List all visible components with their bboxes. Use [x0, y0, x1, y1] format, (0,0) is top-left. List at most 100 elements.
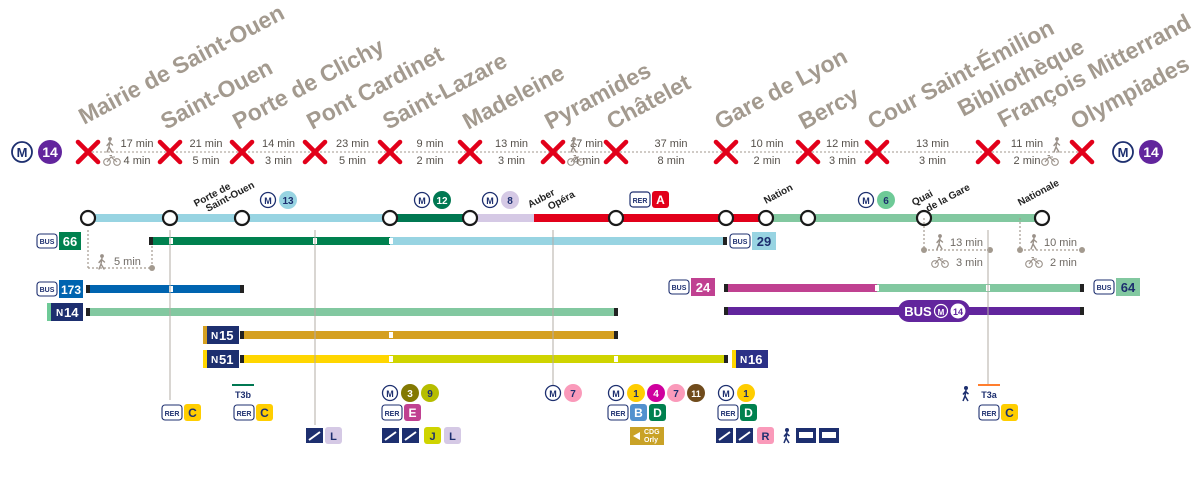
- svg-text:12: 12: [436, 196, 448, 207]
- walk-time: 12 min: [826, 138, 859, 150]
- svg-text:1: 1: [743, 389, 749, 400]
- svg-text:T3b: T3b: [235, 390, 252, 400]
- connection-station-dot: [381, 209, 399, 227]
- svg-text:6: 6: [883, 196, 889, 207]
- svg-text:BUS: BUS: [40, 239, 55, 246]
- svg-text:M: M: [1118, 145, 1129, 160]
- svg-text:M: M: [386, 389, 394, 399]
- walk-time: 11 min: [1011, 138, 1043, 150]
- svg-text:8: 8: [507, 196, 513, 207]
- label-nation: Nation: [762, 182, 795, 206]
- pont-cardinet-transilien-l: L: [306, 427, 342, 444]
- svg-text:D: D: [744, 406, 753, 420]
- walk-icon: [106, 136, 114, 153]
- svg-text:14: 14: [42, 144, 58, 160]
- walk-time: 23 min: [336, 138, 369, 150]
- svg-text:M: M: [486, 196, 494, 206]
- walk-link-left: 5 min: [87, 230, 155, 271]
- svg-text:B: B: [634, 406, 643, 420]
- saint-lazare-connections: M 3 9 RER E J L: [381, 384, 461, 444]
- noctilien-14-route: N 14: [47, 303, 618, 321]
- bike-time: 8 min: [658, 155, 685, 167]
- porte-de-clichy-t3b: T3b RER C: [232, 384, 273, 421]
- bus-173-route: BUS 173: [36, 280, 244, 298]
- svg-text:C: C: [260, 406, 269, 420]
- bus-29-badge: BUS 29: [729, 232, 776, 250]
- svg-text:16: 16: [748, 352, 762, 367]
- connection-station-dot: [79, 209, 97, 227]
- bike-icon: [1041, 154, 1059, 166]
- svg-text:3: 3: [407, 389, 413, 400]
- label-nationale: Nationale: [1016, 178, 1061, 209]
- svg-text:N: N: [211, 331, 218, 342]
- svg-text:J: J: [429, 431, 435, 443]
- svg-text:13 min: 13 min: [950, 237, 983, 249]
- svg-text:11: 11: [691, 389, 701, 399]
- connection-station-dot: [757, 209, 775, 227]
- svg-text:M: M: [264, 196, 272, 206]
- svg-text:N: N: [56, 308, 63, 319]
- walk-link-nationale: 10 min 2 min: [1017, 218, 1085, 269]
- bibliotheque-connections: T3a RER C: [962, 384, 1018, 421]
- line14-logo-right: M 14: [1112, 140, 1163, 164]
- closed-station-mark: [78, 142, 98, 162]
- connection-station-dot: [233, 209, 251, 227]
- svg-text:M: M: [862, 196, 870, 206]
- svg-text:R: R: [762, 431, 770, 443]
- svg-text:C: C: [1005, 406, 1014, 420]
- svg-text:14: 14: [1143, 144, 1159, 160]
- svg-text:N: N: [211, 355, 218, 366]
- svg-text:L: L: [449, 431, 456, 443]
- rer-a-badge: RER A: [629, 191, 669, 208]
- svg-text:M: M: [938, 308, 945, 317]
- walk-time: 17 min: [570, 138, 603, 150]
- pyramides-metro-7: M 7: [544, 384, 582, 402]
- svg-text:15: 15: [219, 328, 233, 343]
- connection-station-dot: [461, 209, 479, 227]
- metro-6-badge: M 6: [857, 191, 895, 209]
- bike-time: 2 min: [417, 155, 444, 167]
- bike-icon: [103, 154, 121, 166]
- walk-link-quai: 13 min 3 min: [921, 218, 993, 269]
- noctilien-51-route: N 51: [203, 350, 728, 368]
- bike-time: 5 min: [193, 155, 220, 167]
- svg-text:BUS: BUS: [904, 304, 932, 319]
- walk-time: 9 min: [417, 138, 444, 150]
- bus-66-route: BUS 66: [36, 232, 727, 250]
- svg-text:1: 1: [633, 389, 639, 400]
- svg-text:M: M: [612, 389, 620, 399]
- svg-text:T3a: T3a: [981, 390, 998, 400]
- svg-text:64: 64: [1121, 280, 1136, 295]
- svg-text:M: M: [722, 389, 730, 399]
- svg-text:RER: RER: [611, 411, 626, 418]
- svg-text:BUS: BUS: [1097, 285, 1112, 292]
- svg-text:BUS: BUS: [733, 239, 748, 246]
- svg-text:14: 14: [953, 307, 963, 317]
- svg-text:RER: RER: [721, 411, 736, 418]
- bike-time: 3 min: [829, 155, 856, 167]
- walk-icon: [1053, 136, 1061, 153]
- replacement-bus-14-route: BUS M 14: [724, 300, 1084, 322]
- svg-text:51: 51: [219, 352, 233, 367]
- svg-text:7: 7: [673, 389, 679, 400]
- svg-text:M: M: [549, 389, 557, 399]
- svg-text:14: 14: [64, 305, 79, 320]
- walk-time: 14 min: [262, 138, 295, 150]
- line14-logo-left: M 14: [11, 140, 62, 164]
- metro-12-badge: M 12: [413, 191, 451, 209]
- svg-text:CDG: CDG: [644, 429, 660, 436]
- metro-13-badge: M 13: [259, 191, 297, 209]
- svg-text:M: M: [17, 145, 28, 160]
- svg-text:A: A: [656, 193, 665, 207]
- svg-text:10 min: 10 min: [1044, 237, 1077, 249]
- station-guides: [169, 230, 989, 425]
- connection-station-dot: [607, 209, 625, 227]
- svg-text:24: 24: [696, 280, 711, 295]
- svg-text:5 min: 5 min: [114, 256, 141, 268]
- svg-text:N: N: [740, 355, 747, 366]
- connection-station-dot: [799, 209, 817, 227]
- bike-time: 5 min: [339, 155, 366, 167]
- bike-time: 3 min: [919, 155, 946, 167]
